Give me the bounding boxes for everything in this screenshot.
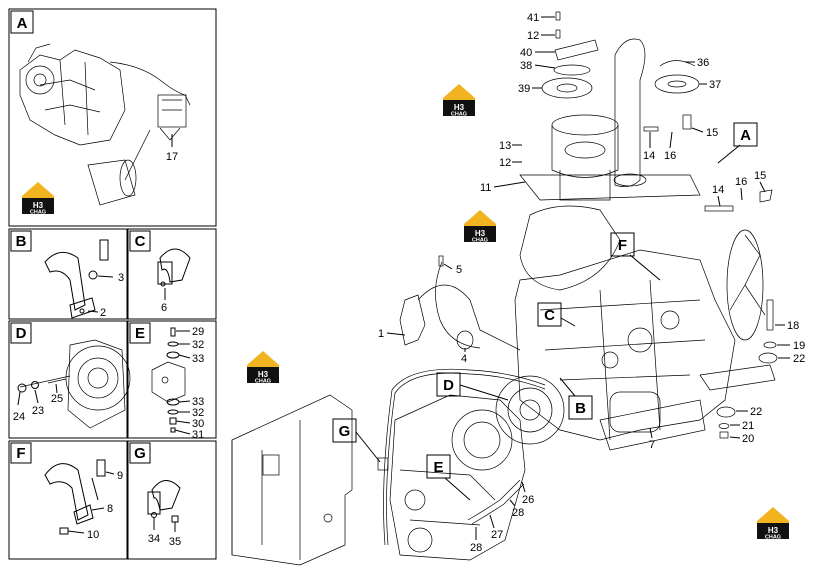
svg-text:H3: H3 [768,526,779,535]
label-17: 17 [166,151,178,163]
logo-badge: H3 CHAG [443,84,475,118]
svg-text:5: 5 [456,264,462,276]
inset-panel-f: F 9 8 10 [8,440,128,560]
svg-text:CHAG: CHAG [451,112,467,118]
callout-box-g: G [332,418,381,463]
logo-badge: H3 CHAG [247,351,279,385]
main-assembly [231,11,778,566]
svg-text:B: B [575,400,586,417]
svg-text:CHAG: CHAG [765,535,781,541]
svg-text:28: 28 [512,507,524,519]
inset-panel-e: E 29 32 33 33 32 30 31 [127,320,217,441]
svg-text:21: 21 [742,420,754,432]
logo-badge: H3 CHAG [757,507,789,541]
svg-text:14: 14 [643,150,655,162]
inset-panel-g: G 34 35 [127,440,217,560]
inset-panel-b: B 3 2 [8,228,128,320]
svg-text:H3: H3 [33,201,44,210]
svg-text:30: 30 [192,418,204,430]
svg-text:F: F [618,237,627,254]
logo-badge: H3 CHAG [464,210,496,244]
svg-text:14: 14 [712,184,724,196]
svg-text:15: 15 [754,170,766,182]
main-part-labels: 41 12 40 38 36 39 37 13 12 11 14 16 15 1… [378,12,805,554]
inset-panel-d: D 24 23 25 [8,320,131,439]
svg-text:C: C [544,307,555,324]
svg-text:CHAG: CHAG [30,210,46,216]
svg-text:39: 39 [518,83,530,95]
svg-text:20: 20 [742,433,754,445]
svg-text:31: 31 [192,429,204,441]
svg-text:16: 16 [735,176,747,188]
svg-text:24: 24 [13,411,25,423]
svg-text:27: 27 [491,529,503,541]
svg-text:26: 26 [522,494,534,506]
svg-text:18: 18 [787,320,799,332]
callout-box-b: B [559,377,593,420]
svg-text:G: G [134,445,146,462]
svg-text:E: E [135,325,145,342]
svg-text:38: 38 [520,60,532,72]
svg-text:29: 29 [192,326,204,338]
svg-text:15: 15 [706,127,718,139]
svg-text:4: 4 [461,353,467,365]
svg-text:12: 12 [527,30,539,42]
svg-text:19: 19 [793,340,805,352]
svg-text:41: 41 [527,12,539,24]
callout-box-e: E [426,454,471,501]
svg-text:32: 32 [192,339,204,351]
svg-text:1: 1 [378,328,384,340]
svg-text:22: 22 [793,353,805,365]
svg-text:33: 33 [192,396,204,408]
svg-text:6: 6 [161,302,167,314]
svg-text:33: 33 [192,353,204,365]
svg-text:35: 35 [169,536,181,548]
svg-text:36: 36 [697,57,709,69]
svg-text:7: 7 [649,439,655,451]
svg-text:H3: H3 [475,229,486,238]
panel-a-letter: A [17,15,28,32]
inset-panel-a: A 17 H3 CHAG [8,8,217,227]
svg-text:12: 12 [499,157,511,169]
callout-box-f: F [610,232,661,281]
svg-text:22: 22 [750,406,762,418]
svg-text:C: C [135,233,146,250]
svg-text:H3: H3 [258,370,269,379]
svg-text:3: 3 [118,272,124,284]
svg-text:B: B [16,233,27,250]
svg-text:10: 10 [87,529,99,541]
callout-box-a: A [717,122,758,164]
svg-text:CHAG: CHAG [472,238,488,244]
svg-text:34: 34 [148,533,160,545]
svg-text:13: 13 [499,140,511,152]
callout-box-d: D [436,372,509,401]
svg-text:E: E [433,459,443,476]
svg-text:H3: H3 [454,103,465,112]
callout-boxes: A F C D B G E [332,122,758,501]
svg-text:8: 8 [107,503,113,515]
inset-panel-c: C 6 [127,228,217,320]
svg-text:CHAG: CHAG [255,379,271,385]
logo-badge: H3 CHAG [22,182,54,216]
svg-text:2: 2 [100,307,106,319]
svg-text:D: D [16,325,27,342]
svg-text:32: 32 [192,407,204,419]
svg-text:A: A [740,127,751,144]
svg-text:16: 16 [664,150,676,162]
svg-text:9: 9 [117,470,123,482]
svg-text:40: 40 [520,47,532,59]
svg-text:F: F [16,445,25,462]
svg-text:37: 37 [709,79,721,91]
svg-text:11: 11 [480,182,491,194]
svg-text:G: G [339,423,351,440]
svg-text:23: 23 [32,405,44,417]
svg-text:25: 25 [51,393,63,405]
svg-text:28: 28 [470,542,482,554]
callout-box-c: C [537,302,576,327]
svg-text:D: D [443,377,454,394]
